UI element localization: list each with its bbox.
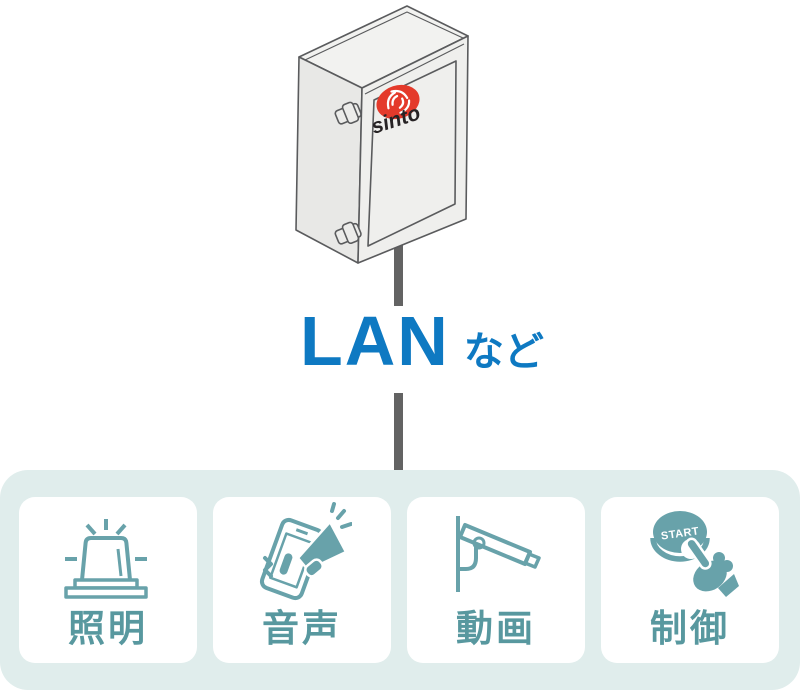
lan-suffix-text: など — [463, 330, 544, 374]
connector-line-top — [394, 244, 403, 306]
security-camera-icon — [456, 516, 541, 592]
door-latch-bottom — [334, 221, 362, 245]
card-video-label: 動画 — [456, 608, 536, 649]
card-lighting-label: 照明 — [68, 608, 148, 649]
card-control: START 制御 — [601, 497, 779, 663]
beacon-light-icon — [64, 519, 148, 599]
sinto-logo: sinto — [368, 84, 423, 139]
cabinet-graphic: sinto — [295, 5, 469, 470]
feature-cards: 照明 — [19, 497, 800, 663]
phone-megaphone-icon — [259, 502, 352, 601]
card-control-label: 制御 — [650, 608, 730, 649]
card-video: 動画 — [407, 497, 585, 663]
pressing-hand-icon — [685, 537, 739, 597]
features-panel: 照明 — [0, 470, 800, 690]
card-audio: 音声 — [213, 497, 391, 663]
connector-line-bottom — [394, 393, 403, 470]
card-audio-label: 音声 — [262, 608, 342, 649]
connection-label: LAN など — [300, 306, 544, 376]
lan-text: LAN — [300, 302, 450, 380]
door-latch-top — [334, 101, 362, 125]
sinto-swirl-icon — [386, 89, 411, 114]
sinto-logo-mark — [376, 84, 420, 120]
door-panel-line — [367, 60, 457, 247]
card-lighting: 照明 — [19, 497, 197, 663]
start-button-icon: START — [650, 511, 739, 597]
